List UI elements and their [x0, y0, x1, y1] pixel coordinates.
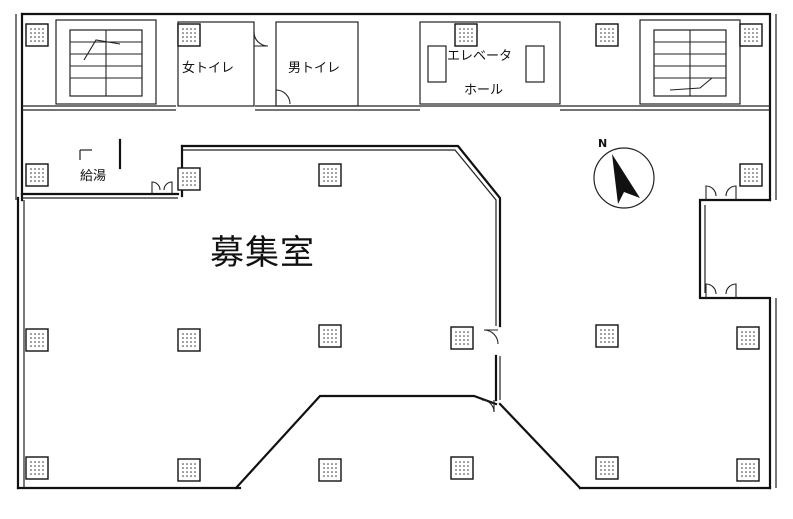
- column: [739, 163, 763, 187]
- column: [177, 23, 201, 47]
- column: [450, 456, 474, 480]
- column: [739, 23, 763, 47]
- toilet-rooms: [177, 21, 359, 107]
- main-room-label: 募集室: [210, 233, 315, 273]
- column: [25, 163, 49, 187]
- column: [25, 456, 49, 480]
- column: [595, 324, 619, 348]
- column: [177, 458, 201, 482]
- right-staircase: [639, 19, 741, 105]
- column: [177, 167, 201, 191]
- kitchenette-label: 給湯: [80, 169, 107, 184]
- elevator-hall-label-line1: エレベータ: [447, 49, 513, 64]
- main-room-walls: [100, 144, 582, 490]
- elevator-hall: [419, 21, 561, 105]
- column: [177, 328, 201, 352]
- column: [454, 23, 478, 47]
- compass: [593, 147, 655, 209]
- men-toilet-label: 男トイレ: [288, 61, 341, 76]
- column: [736, 326, 760, 350]
- compass-north-label: N: [598, 137, 608, 150]
- elevator-hall-label-line2: ホール: [464, 83, 504, 98]
- column: [25, 23, 49, 47]
- column: [736, 458, 760, 482]
- women-toilet-label: 女トイレ: [182, 61, 235, 76]
- column: [450, 326, 474, 350]
- column: [318, 324, 342, 348]
- north-arrow-icon: [612, 154, 640, 204]
- left-staircase: [55, 19, 157, 105]
- column: [318, 458, 342, 482]
- columns: [25, 23, 763, 482]
- column: [318, 163, 342, 187]
- double-doors: [151, 181, 737, 298]
- column: [25, 328, 49, 352]
- column: [595, 23, 619, 47]
- column: [595, 456, 619, 480]
- outer-walls: [15, 12, 777, 490]
